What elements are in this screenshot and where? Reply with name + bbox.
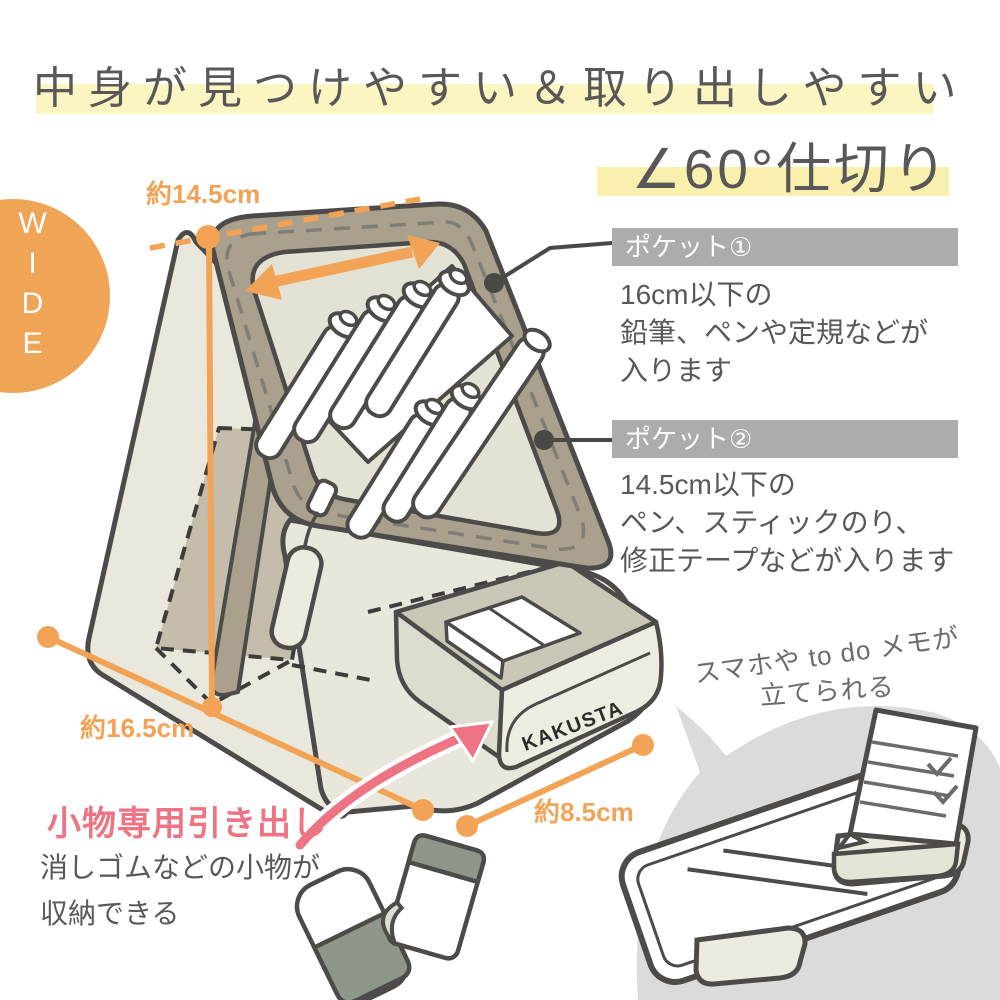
measure-dot <box>37 626 59 648</box>
eraser-icon <box>294 866 412 1000</box>
pens-lower <box>345 327 552 540</box>
pocket2-line1: 14.5cm以下の <box>620 469 796 500</box>
subtitle: ∠60°仕切り <box>631 138 950 200</box>
drawer-note-line2: 収納できる <box>40 898 180 929</box>
drawer-eraser-front <box>444 620 505 680</box>
phone-stand-support <box>693 925 808 987</box>
pens-upper <box>254 267 471 461</box>
case-inner-divider-edge <box>154 646 293 707</box>
measure-dot <box>412 799 434 821</box>
eraser-edge-line <box>488 606 546 648</box>
pocket1-line1: 16cm以下の <box>620 279 773 310</box>
drawer-arrow <box>295 732 467 850</box>
memo-illustration <box>831 707 979 887</box>
notepad-icon <box>380 833 487 961</box>
subtitle-highlight <box>597 167 949 196</box>
pocket1-line2: 鉛筆、ペンや定規などが <box>620 317 929 348</box>
measure-bottom-right-line <box>465 742 645 829</box>
width-arrow-head-right <box>407 235 440 269</box>
pocket1-line3: 入ります <box>620 355 733 386</box>
title-highlight <box>36 84 934 114</box>
zipper-pull <box>269 545 324 651</box>
drawer-note-line1: 消しゴムなどの小物が <box>40 852 321 883</box>
measurement-top-width: 約14.5cm <box>146 179 261 209</box>
pocket2-line2: ペン、スティックのり、 <box>620 507 924 538</box>
pocket2-description: 14.5cm以下の ペン、スティックのり、 修正テープなどが入ります <box>620 466 954 580</box>
ring-stitch <box>225 220 586 551</box>
width-arrow-shaft <box>266 246 414 289</box>
pocket1-description: 16cm以下の 鉛筆、ペンや定規などが 入ります <box>620 276 928 390</box>
measurement-bottom-left: 約16.5cm <box>80 713 195 743</box>
drawer-note-body: 消しゴムなどの小物が 収納できる <box>40 845 320 937</box>
pocket2-connector-dot <box>534 430 554 450</box>
measure-vertical-line <box>206 236 215 708</box>
width-arrow-head-left <box>245 264 282 300</box>
measure-dot <box>632 734 654 756</box>
zipper-cord <box>303 511 320 547</box>
drawer-groove <box>505 651 651 753</box>
drawer-note-title: 小物専用引き出し <box>47 805 327 843</box>
wide-badge: WIDE <box>16 207 49 367</box>
zipper-slider <box>305 478 339 518</box>
pocket2-label: ポケット② <box>612 420 958 458</box>
measure-dot <box>456 815 478 837</box>
pocket2-line3: 修正テープなどが入ります <box>620 545 955 576</box>
measure-top-dashed <box>149 196 421 251</box>
measurement-bottom-right: 約8.5cm <box>534 797 634 827</box>
wide-circle <box>0 199 110 393</box>
drawer-front-right <box>496 619 664 771</box>
drawer-arrow-head <box>447 720 495 764</box>
page-title: 中身が見つけやすい＆取り出しやすい <box>33 64 968 113</box>
measure-dot <box>196 225 220 249</box>
front-dash-line-2 <box>291 663 377 683</box>
pocket1-connector <box>492 241 613 285</box>
pocket1-connector-dot <box>484 273 504 293</box>
pocket1-label: ポケット① <box>612 228 958 266</box>
